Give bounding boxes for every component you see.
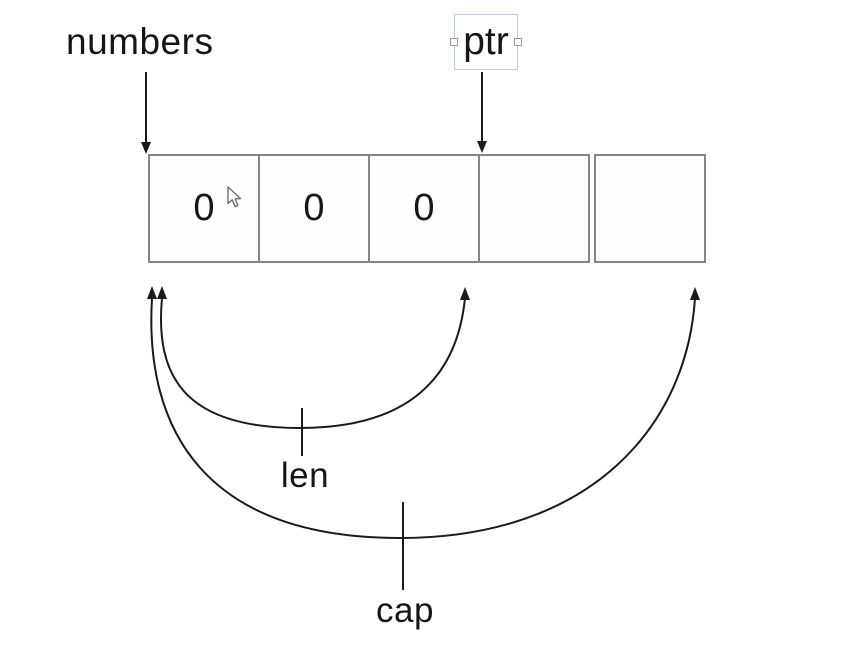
cap-label: cap bbox=[376, 591, 434, 630]
array-cell-3 bbox=[480, 156, 588, 261]
len-label: len bbox=[280, 456, 330, 495]
numbers-arrowhead-icon bbox=[141, 142, 151, 154]
ptr-label-selection-box[interactable]: ptr bbox=[450, 14, 522, 70]
ptr-pointer-arrow bbox=[477, 72, 487, 153]
selection-handle-right[interactable] bbox=[514, 38, 522, 46]
array-cell-1: 0 bbox=[260, 156, 370, 261]
len-range-curve bbox=[157, 286, 470, 456]
len-right-arrowhead-icon bbox=[460, 287, 470, 300]
numbers-label: numbers bbox=[66, 21, 214, 62]
array-cell-2: 0 bbox=[370, 156, 480, 261]
ptr-label: ptr bbox=[463, 20, 509, 63]
cap-range-curve bbox=[147, 286, 700, 590]
array-cell-4 bbox=[594, 154, 706, 263]
array-box: 0 0 0 bbox=[148, 154, 590, 263]
array-cell-0: 0 bbox=[150, 156, 260, 261]
ptr-arrowhead-icon bbox=[477, 141, 487, 153]
selection-handle-left[interactable] bbox=[450, 38, 458, 46]
cap-right-arrowhead-icon bbox=[690, 287, 700, 300]
mouse-cursor-icon bbox=[226, 186, 243, 214]
cap-left-arrowhead-icon bbox=[147, 286, 157, 299]
len-left-arrowhead-icon bbox=[157, 286, 167, 299]
numbers-pointer-arrow bbox=[141, 72, 151, 154]
